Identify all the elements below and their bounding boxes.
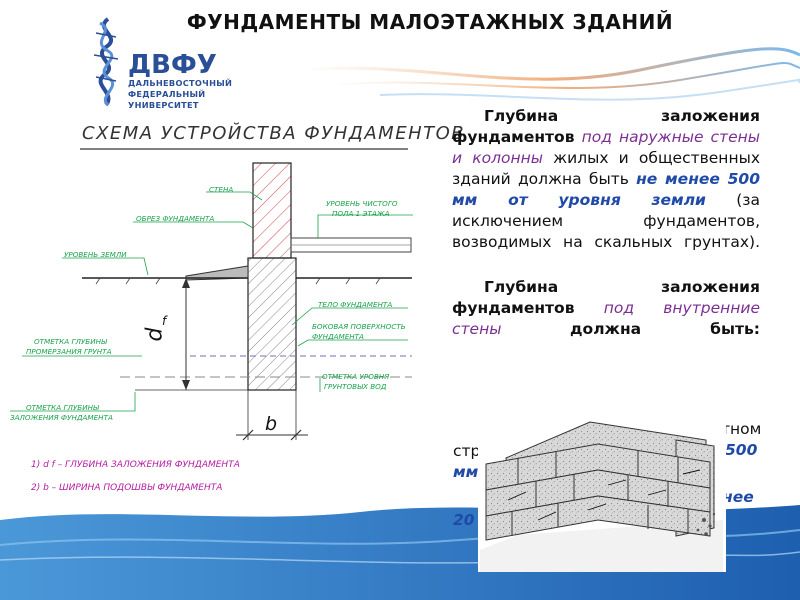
- logo-line: ФЕДЕРАЛЬНЫЙ: [128, 89, 206, 99]
- paragraph-outer-walls: Глубина заложения фундаментов под наружн…: [452, 106, 760, 253]
- text-span: должна быть:: [570, 320, 760, 338]
- text-highlight: не менее 500 мм от уровня земли: [452, 170, 760, 209]
- top-wave: [379, 78, 800, 101]
- top-wave: [329, 62, 800, 90]
- symbol-b: b: [265, 413, 278, 435]
- legend-item-b: 2) b – ШИРИНА ПОДОШВЫ ФУНДАМЕНТА: [31, 483, 223, 493]
- label-side-surface: ФУНДАМЕНТА: [312, 332, 364, 341]
- label-side-surface: БОКОВАЯ ПОВЕРХНОСТЬ: [312, 322, 406, 331]
- text-fragment: мм: [453, 463, 479, 481]
- text-fragment: тном: [721, 420, 762, 438]
- label-floor-level: УРОВЕНЬ ЧИСТОГО: [326, 199, 398, 208]
- label-ground-level: УРОВЕНЬ ЗЕМЛИ: [64, 250, 127, 259]
- text-highlight: под наружные стены и колонны: [452, 128, 760, 167]
- text-fragment: стр: [453, 442, 481, 460]
- text-fragment: 500: [725, 441, 758, 459]
- text-fragment: 20: [453, 511, 475, 529]
- label-freeze-depth: ПРОМЕРЗАНИЯ ГРУНТА: [26, 347, 112, 356]
- logo-line: ДАЛЬНЕВОСТОЧНЫЙ: [128, 78, 233, 88]
- symbol-d: d: [142, 327, 168, 342]
- logo-line: УНИВЕРСИТЕТ: [128, 100, 199, 110]
- text-span: жилых и общественных зданий должна быть: [452, 149, 760, 188]
- text-span: (за исключением фундаментов, возводимых …: [452, 191, 760, 251]
- text-highlight: под внутренние стены: [452, 299, 760, 338]
- legend-item-df: 1) d f – ГЛУБИНА ЗАЛОЖЕНИЯ ФУНДАМЕНТА: [31, 460, 240, 470]
- paragraph-inner-walls: Глубина заложения фундаментов под внутре…: [452, 277, 760, 340]
- label-wall: СТЕНА: [209, 185, 234, 194]
- schema-title-underline: [80, 148, 408, 150]
- logo-name: ДВФУ: [128, 50, 217, 80]
- label-foundation-edge: ОБРЕЗ ФУНДАМЕНТА: [136, 214, 215, 223]
- wall: [252, 162, 292, 259]
- foundation-body: [247, 257, 297, 391]
- university-logo-mark: [93, 17, 119, 107]
- label-freeze-depth: ОТМЕТКА ГЛУБИНЫ: [34, 337, 107, 346]
- text-span: Глубина заложения фундаментов: [452, 107, 760, 146]
- page-title: ФУНДАМЕНТЫ МАЛОЭТАЖНЫХ ЗДАНИЙ: [186, 10, 674, 34]
- label-foundation-body: ТЕЛО ФУНДАМЕНТА: [318, 300, 393, 309]
- symbol-d-subscript: f: [162, 314, 167, 328]
- foundation-blocks-illustration: [478, 400, 726, 572]
- label-groundwater: ОТМЕТКА УРОВНЯ: [322, 372, 390, 381]
- requirements-text: Глубина заложения фундаментов под наружн…: [452, 106, 760, 340]
- label-foundation-depth: ЗАЛОЖЕНИЯ ФУНДАМЕНТА: [10, 413, 113, 422]
- text-fragment: нее: [722, 488, 754, 506]
- label-groundwater: ГРУНТОВЫХ ВОД: [324, 382, 387, 391]
- university-logo-text: ДВФУ ДАЛЬНЕВОСТОЧНЫЙ ФЕДЕРАЛЬНЫЙ УНИВЕРС…: [128, 52, 232, 111]
- label-floor-level: ПОЛА 1 ЭТАЖА: [332, 209, 390, 218]
- text-span: Глубина заложения фундаментов: [452, 278, 760, 317]
- label-foundation-depth: ОТМЕТКА ГЛУБИНЫ: [26, 403, 99, 412]
- top-wave: [299, 47, 800, 81]
- schema-title: СХЕМА УСТРОЙСТВА ФУНДАМЕНТОВ: [82, 123, 466, 144]
